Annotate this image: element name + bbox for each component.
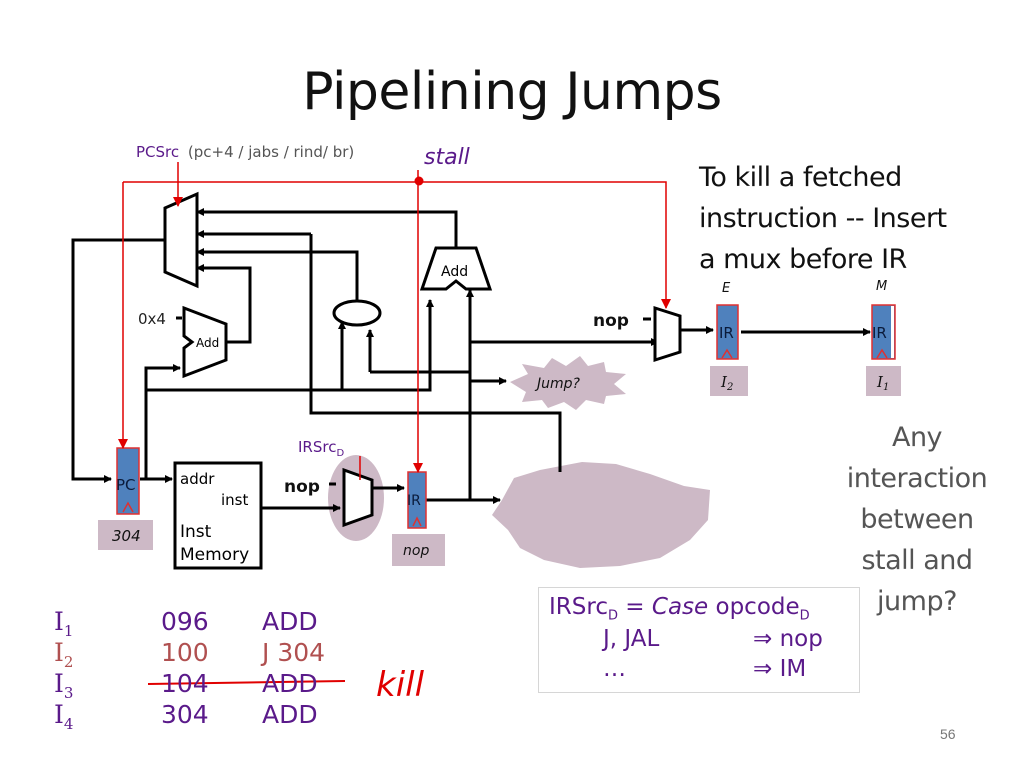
question-line: interaction [846,463,988,494]
instr-name: I2 [54,638,74,671]
irsrc-rule-cond: J, JAL [603,626,660,652]
irsrc-subscript: D [336,448,344,459]
pcsrc-mux [163,191,199,289]
jump-starburst [510,356,626,410]
kill-note-line: To kill a fetched [699,162,902,193]
ir-e-value-main: I [720,373,728,391]
pc-label: PC [116,476,136,494]
instr-opcode: ADD [262,607,318,636]
ir-e-value-box [710,366,748,396]
page-number: 56 [940,726,956,742]
nop-decode-label: nop [284,477,320,497]
irsrc-rule-cond: … [603,656,626,682]
pcsrc-name: PCSrc [136,143,179,161]
ir-e-value: I2 [720,373,733,393]
ir-m-value: I1 [876,373,889,393]
datapath-wires [71,208,871,512]
nop-execute-label: nop [593,311,629,331]
irsrc-rule-box: IRSrcD = Case opcodeD J, JAL ⇒ nop … ⇒ I… [538,587,860,693]
instr-opcode: ADD [262,700,318,729]
stall-label: stall [424,145,470,170]
stage-e-label: E [722,281,731,296]
irsrc-name: IRSrc [298,438,336,456]
pc-value-box [98,520,153,550]
instr-name: I1 [54,607,74,640]
execute-starburst [492,462,710,568]
ir-decode-label: IR [407,493,421,509]
pc-adder-label: Add [196,336,219,350]
question-line: between [860,504,974,535]
question-line: Any [891,422,943,453]
ir-decode-register [407,471,427,529]
pcsrc-label: PCSrc (pc+4 / jabs / rind/ br) [136,143,354,161]
irsrc-mux [342,467,374,528]
ir-m-value-main: I [876,373,884,391]
stall-junction [414,176,424,186]
question-line: jump? [877,586,957,617]
instr-address: 304 [161,700,209,729]
ir-e-value-sub: 2 [726,382,733,393]
comparator [332,299,382,327]
ir-memory-register [871,304,896,360]
const-4-label: 0x4 [138,310,166,328]
pc-value: 304 [112,527,141,545]
instr-address: 100 [161,638,209,667]
slide-title: Pipelining Jumps [302,62,722,122]
kill-note: To kill a fetched instruction -- Insert … [699,157,947,280]
instr-opcode: J 304 [262,638,326,667]
irsrc-rule-result: ⇒ nop [753,626,823,652]
stall-mux [653,305,682,363]
kill-note-line: a mux before IR [699,244,907,275]
irsrc-rule-result: ⇒ IM [753,656,807,682]
instr-opcode: ADD [262,669,318,698]
instruction-memory [173,461,263,570]
instr-name: I4 [54,700,74,733]
branch-adder-label: Add [441,264,468,280]
ir-decode-value: nop [403,543,429,559]
ir-execute-register [716,304,739,360]
control-lines [118,162,671,480]
ir-m-value-sub: 1 [883,382,889,393]
branch-adder [419,246,493,291]
instr-address: 104 [161,669,209,698]
imem-name-line2: Memory [180,545,249,565]
jump-label: Jump? [534,376,581,392]
irsrc-rule-header: IRSrcD = Case opcodeD [549,594,810,624]
pc-adder [182,305,228,379]
stage-m-label: M [876,279,887,294]
imem-name-line1: Inst [180,522,212,542]
question-line: stall and [861,545,973,576]
pc-register [116,447,140,515]
kill-note-line: instruction -- Insert [699,203,947,234]
irsrc-label: IRSrcD [298,438,344,459]
imem-addr-label: addr [180,470,215,488]
ir-m-value-box [866,366,901,396]
interaction-question: Any interaction between stall and jump? [836,417,998,622]
instr-name: I3 [54,669,74,702]
kill-label: kill [376,665,425,705]
kill-strike-line [147,680,346,685]
instr-address: 096 [161,607,209,636]
ir-decode-value-box [392,534,445,566]
pcsrc-options: (pc+4 / jabs / rind/ br) [188,143,354,161]
ir-m-label: IR [872,324,887,342]
ir-e-label: IR [719,324,734,342]
imem-inst-label: inst [221,491,248,509]
